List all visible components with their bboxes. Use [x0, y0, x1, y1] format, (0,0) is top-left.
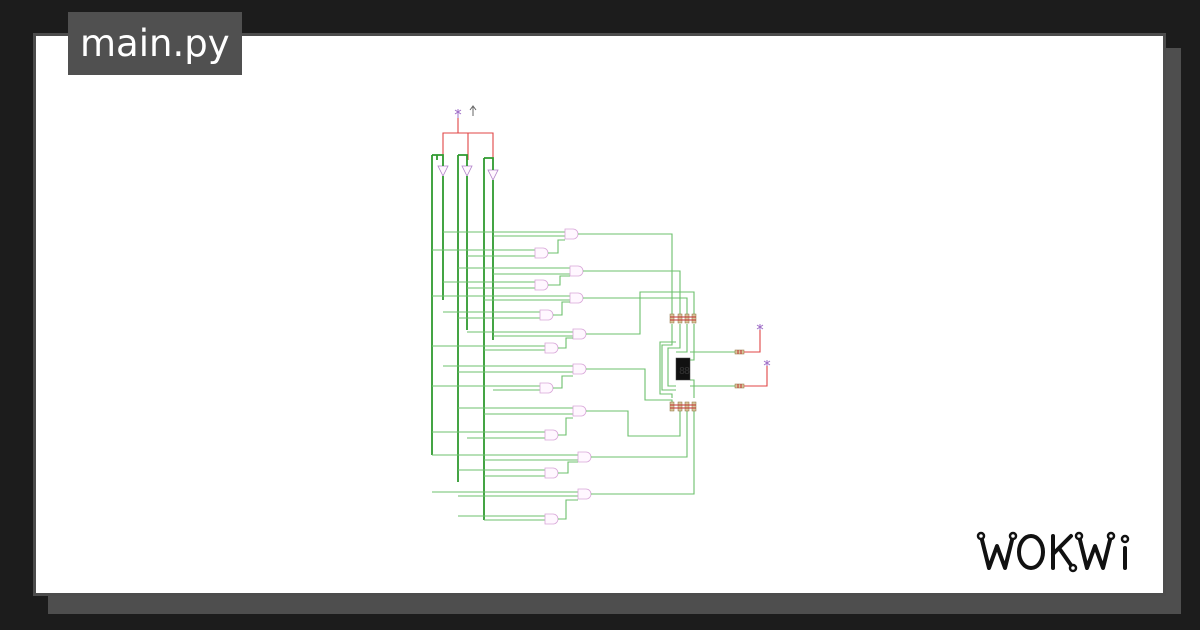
- seven-segment-display-icon: 8 8: [675, 357, 691, 381]
- input-buffer-b: [461, 165, 473, 177]
- and-gate: [544, 429, 559, 441]
- and-gate: [534, 279, 549, 291]
- and-gate: [539, 382, 554, 394]
- input-buffer-c: [487, 169, 499, 181]
- and-gate: [569, 265, 584, 277]
- and-gate: [544, 467, 559, 479]
- wokwi-logo: [976, 531, 1130, 573]
- supply-terminal-icon: [756, 324, 764, 330]
- and-gate: [544, 342, 559, 354]
- resistor-bank-top: [669, 313, 697, 324]
- and-gate: [572, 405, 587, 417]
- preview-card: [33, 33, 1166, 596]
- power-symbol-icon: [454, 109, 462, 118]
- logic-gates: [534, 228, 592, 525]
- and-gate: [577, 451, 592, 463]
- input-buffer-a: [437, 165, 449, 177]
- and-gate: [569, 292, 584, 304]
- output-resistor-bottom: [734, 383, 745, 389]
- output-resistor-top: [734, 349, 745, 355]
- and-gate: [577, 488, 592, 500]
- and-gate: [564, 228, 579, 240]
- and-gate: [539, 309, 554, 321]
- ground-symbol-icon: [469, 105, 477, 116]
- svg-text:8: 8: [684, 366, 690, 377]
- and-gate: [572, 328, 587, 340]
- supply-terminal-icon: [763, 360, 771, 366]
- and-gate: [534, 247, 549, 259]
- and-gate: [544, 513, 559, 525]
- and-gate: [572, 363, 587, 375]
- resistor-bank-bottom: [669, 401, 697, 412]
- svg-text:8: 8: [679, 366, 685, 377]
- file-name-label: main.py: [68, 12, 242, 75]
